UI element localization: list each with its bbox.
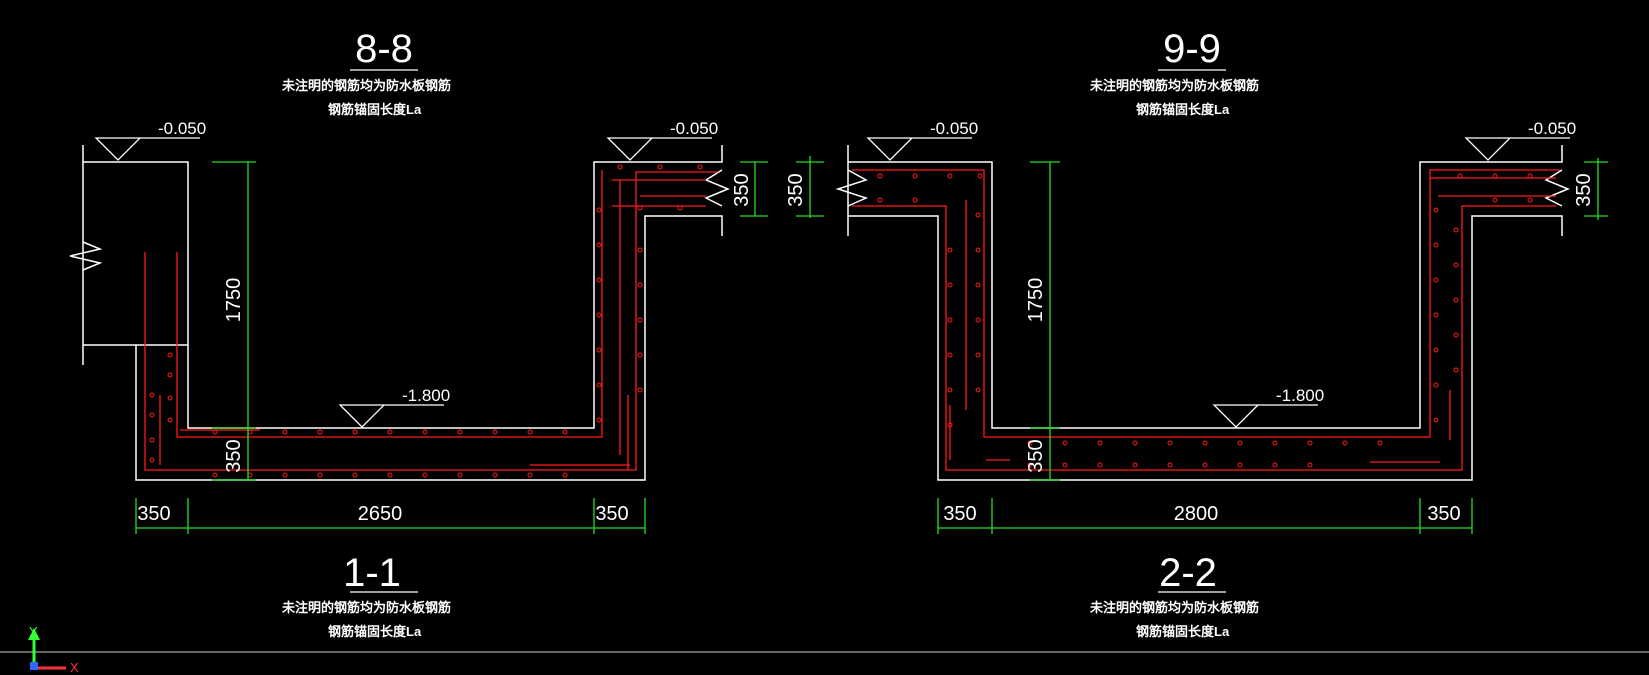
section-title-8-8: 8-8 xyxy=(355,27,413,71)
elev-marker-b-bottom xyxy=(1212,404,1318,428)
pit-outline-b xyxy=(848,145,1563,429)
elev-marker-b-left xyxy=(866,137,972,161)
dim-depth-a: 1750 xyxy=(223,278,245,323)
dim-slab-a: 350 xyxy=(223,439,245,472)
section-note-9-9-line1: 未注明的钢筋均为防水板钢筋 xyxy=(1089,78,1259,93)
elev-marker-a-left xyxy=(94,137,200,161)
pit-outline-a xyxy=(135,215,723,481)
existing-wall-box xyxy=(83,161,189,346)
ucs-icon: Y X xyxy=(28,624,79,675)
break-symbol-b-right xyxy=(1544,169,1570,207)
section-title-2-2: 2-2 xyxy=(1159,551,1217,595)
section-a-drawing xyxy=(69,69,730,593)
rebar-dots-b xyxy=(877,173,1533,468)
dim-left-b: 350 xyxy=(943,503,976,525)
section-b-drawing xyxy=(835,69,1570,593)
section-note-2-2-line2: 钢筋锚固长度La xyxy=(1136,624,1230,639)
break-symbol-right-a xyxy=(704,169,730,207)
dim-left-a: 350 xyxy=(137,503,170,525)
dim-top-left-b: 350 xyxy=(785,173,807,206)
elevation-label: -0.050 xyxy=(670,119,718,138)
elev-marker-a-right xyxy=(606,137,712,161)
section-title-1-1: 1-1 xyxy=(343,551,401,595)
dim-depth-b: 1750 xyxy=(1025,278,1047,323)
dim-span-b: 2800 xyxy=(1174,503,1219,525)
elevation-label: -1.800 xyxy=(1276,386,1324,405)
dim-top-a: 350 xyxy=(731,173,753,206)
rebar-dots-a xyxy=(149,164,703,478)
elevation-label: -0.050 xyxy=(158,119,206,138)
dimensions-b xyxy=(796,156,1608,534)
break-symbol-b-left xyxy=(835,169,869,207)
pit-inner-outline-b xyxy=(848,215,1563,481)
dim-top-right-b: 350 xyxy=(1573,173,1595,206)
break-symbol-left xyxy=(69,241,103,271)
elev-marker-a-bottom xyxy=(338,404,444,428)
section-note-2-2-line1: 未注明的钢筋均为防水板钢筋 xyxy=(1089,600,1259,615)
section-note-1-1-line2: 钢筋锚固长度La xyxy=(328,624,422,639)
dim-right-a: 350 xyxy=(595,503,628,525)
elevation-label: -1.800 xyxy=(402,386,450,405)
dim-span-a: 2650 xyxy=(358,503,403,525)
section-note-8-8-line2: 钢筋锚固长度La xyxy=(328,102,422,117)
section-note-8-8-line1: 未注明的钢筋均为防水板钢筋 xyxy=(281,78,451,93)
ucs-x-label: X xyxy=(70,660,79,675)
dim-slab-b: 350 xyxy=(1025,439,1047,472)
section-note-1-1-line1: 未注明的钢筋均为防水板钢筋 xyxy=(281,600,451,615)
section-note-9-9-line2: 钢筋锚固长度La xyxy=(1136,102,1230,117)
elevation-label: -0.050 xyxy=(1528,119,1576,138)
elevation-label: -0.050 xyxy=(930,119,978,138)
dim-right-b: 350 xyxy=(1427,503,1460,525)
section-title-9-9: 9-9 xyxy=(1163,27,1221,71)
rebar-b xyxy=(852,169,1560,471)
rebar-a xyxy=(144,170,718,471)
elev-marker-b-right xyxy=(1464,137,1570,161)
pit-inner-outline-a xyxy=(187,145,723,429)
ucs-y-label: Y xyxy=(29,624,38,639)
dimensions-a xyxy=(135,161,768,534)
